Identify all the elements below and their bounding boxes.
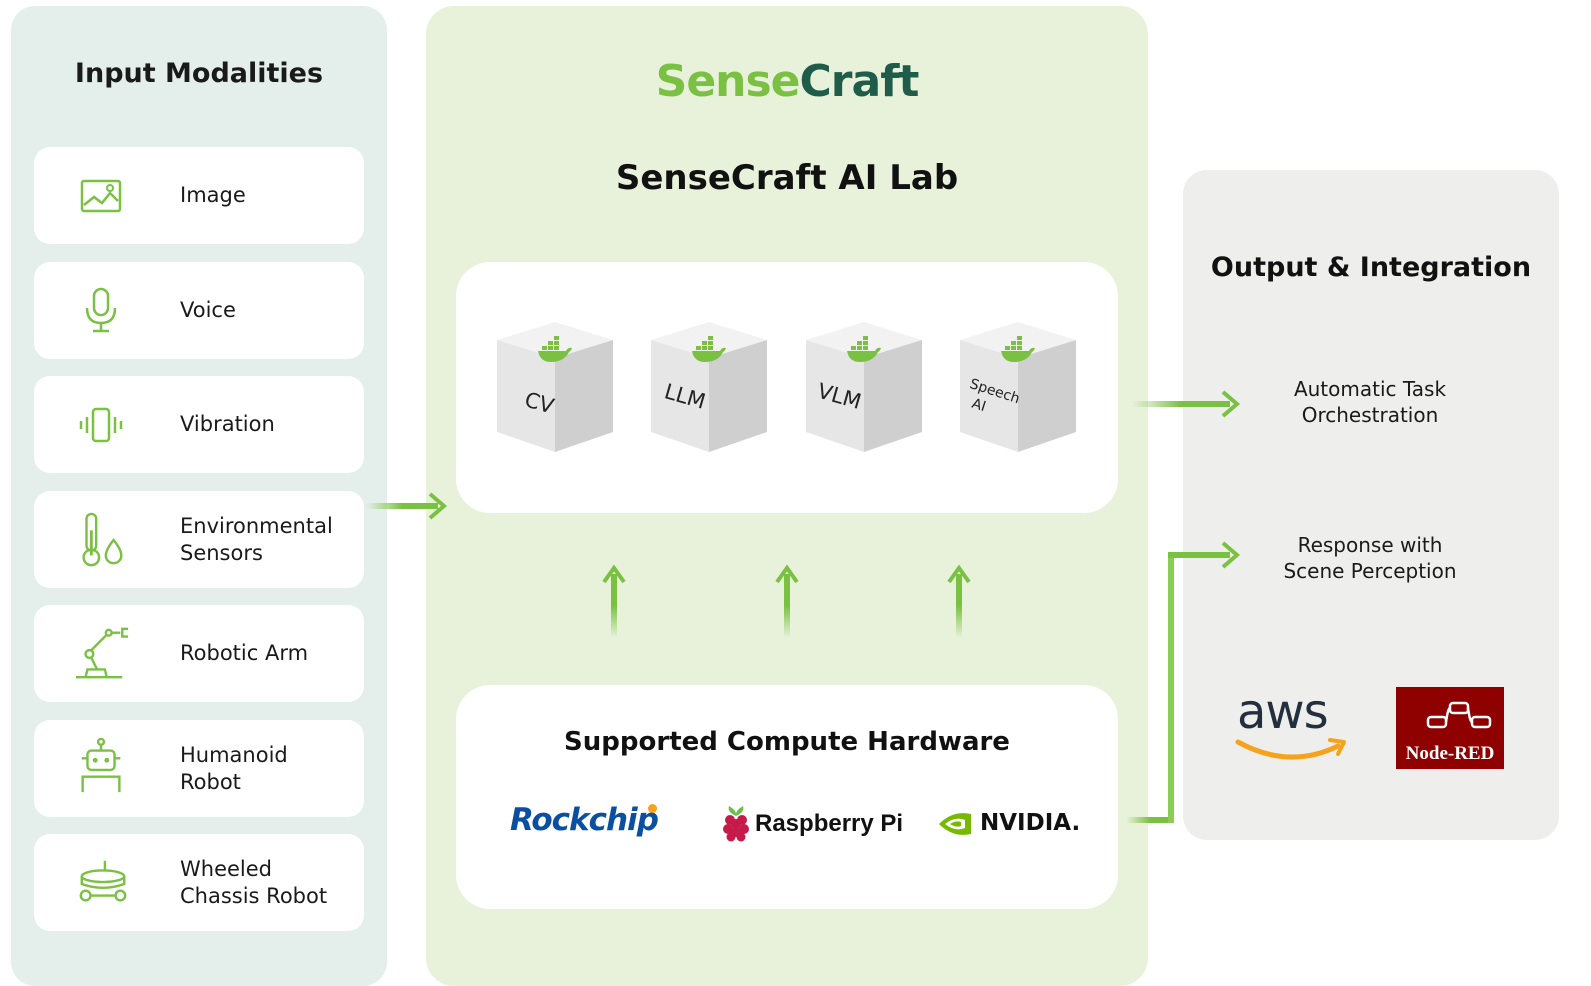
input-card-vibration: Vibration xyxy=(34,376,364,473)
node-red-flow-icon xyxy=(1426,701,1492,729)
model-cubes: CV LLM VLM Speech AI xyxy=(497,322,1076,452)
hardware-box xyxy=(456,685,1118,909)
raspberry-pi-icon xyxy=(723,806,749,842)
input-card-wheeled-chassis-robot: Wheeled Chassis Robot xyxy=(34,834,364,931)
aws-smile-icon xyxy=(1235,738,1346,760)
arrow-up-1 xyxy=(602,564,626,638)
node-red-text: Node-RED xyxy=(1405,743,1495,764)
nvidia-text: NVIDIA. xyxy=(980,810,1081,836)
input-label-vibration: Vibration xyxy=(180,412,275,436)
input-card-robotic-arm: Robotic Arm xyxy=(34,605,364,702)
input-modalities-title: Input Modalities xyxy=(74,58,324,89)
model-cube-vlm: VLM xyxy=(806,322,922,452)
brand-part-craft: Craft xyxy=(799,56,920,107)
input-card-humanoid-robot: Humanoid Robot xyxy=(34,720,364,817)
hardware-title: Supported Compute Hardware xyxy=(564,727,1010,757)
output-title: Output & Integration xyxy=(1210,252,1532,283)
input-label-image: Image xyxy=(180,183,246,207)
input-label-humanoid-robot: Humanoid Robot xyxy=(180,742,288,794)
sensecraft-logo: SenseCraft xyxy=(426,56,1148,107)
vibration-icon xyxy=(79,407,123,443)
arrow-up-2 xyxy=(775,564,799,638)
input-label-voice: Voice xyxy=(180,298,236,322)
center-title: SenseCraft AI Lab xyxy=(615,158,959,198)
thermometer-drop-icon xyxy=(82,512,123,567)
model-cube-cv: CV xyxy=(497,322,613,452)
input-card-image: Image xyxy=(34,147,364,244)
rockchip-dot xyxy=(648,804,657,813)
rockchip-logo: Rockchip xyxy=(510,802,659,838)
input-label-environmental-sensors: Environmental Sensors xyxy=(180,513,333,565)
input-label-wheeled-chassis-robot: Wheeled Chassis Robot xyxy=(180,856,328,908)
hardware-to-models-arrows xyxy=(602,564,971,638)
input-card-environmental-sensors: Environmental Sensors xyxy=(34,491,364,588)
arrow-up-3 xyxy=(947,564,971,638)
input-card-voice: Voice xyxy=(34,262,364,359)
image-icon xyxy=(80,179,122,213)
aws-text: aws xyxy=(1237,684,1329,740)
brand-part-sense: Sense xyxy=(655,56,801,107)
output-automatic-task-orchestration: Automatic Task Orchestration xyxy=(1293,377,1447,427)
robotic-arm-icon xyxy=(75,627,129,679)
microphone-icon xyxy=(85,287,117,333)
nvidia-eye-icon xyxy=(939,813,971,835)
output-response-scene-perception: Response with Scene Perception xyxy=(1283,533,1457,583)
model-cube-llm: LLM xyxy=(651,322,767,452)
input-label-robotic-arm: Robotic Arm xyxy=(180,641,309,665)
node-red-logo: Node-RED xyxy=(1396,687,1504,769)
rockchip-text: Rockchip xyxy=(510,802,659,838)
model-label-ai: AI xyxy=(970,396,988,415)
robot-icon xyxy=(81,738,121,793)
raspberry-pi-text: Raspberry Pi xyxy=(755,810,904,837)
model-cube-speech-ai: Speech AI xyxy=(960,322,1076,452)
wheeled-robot-icon xyxy=(79,860,127,902)
